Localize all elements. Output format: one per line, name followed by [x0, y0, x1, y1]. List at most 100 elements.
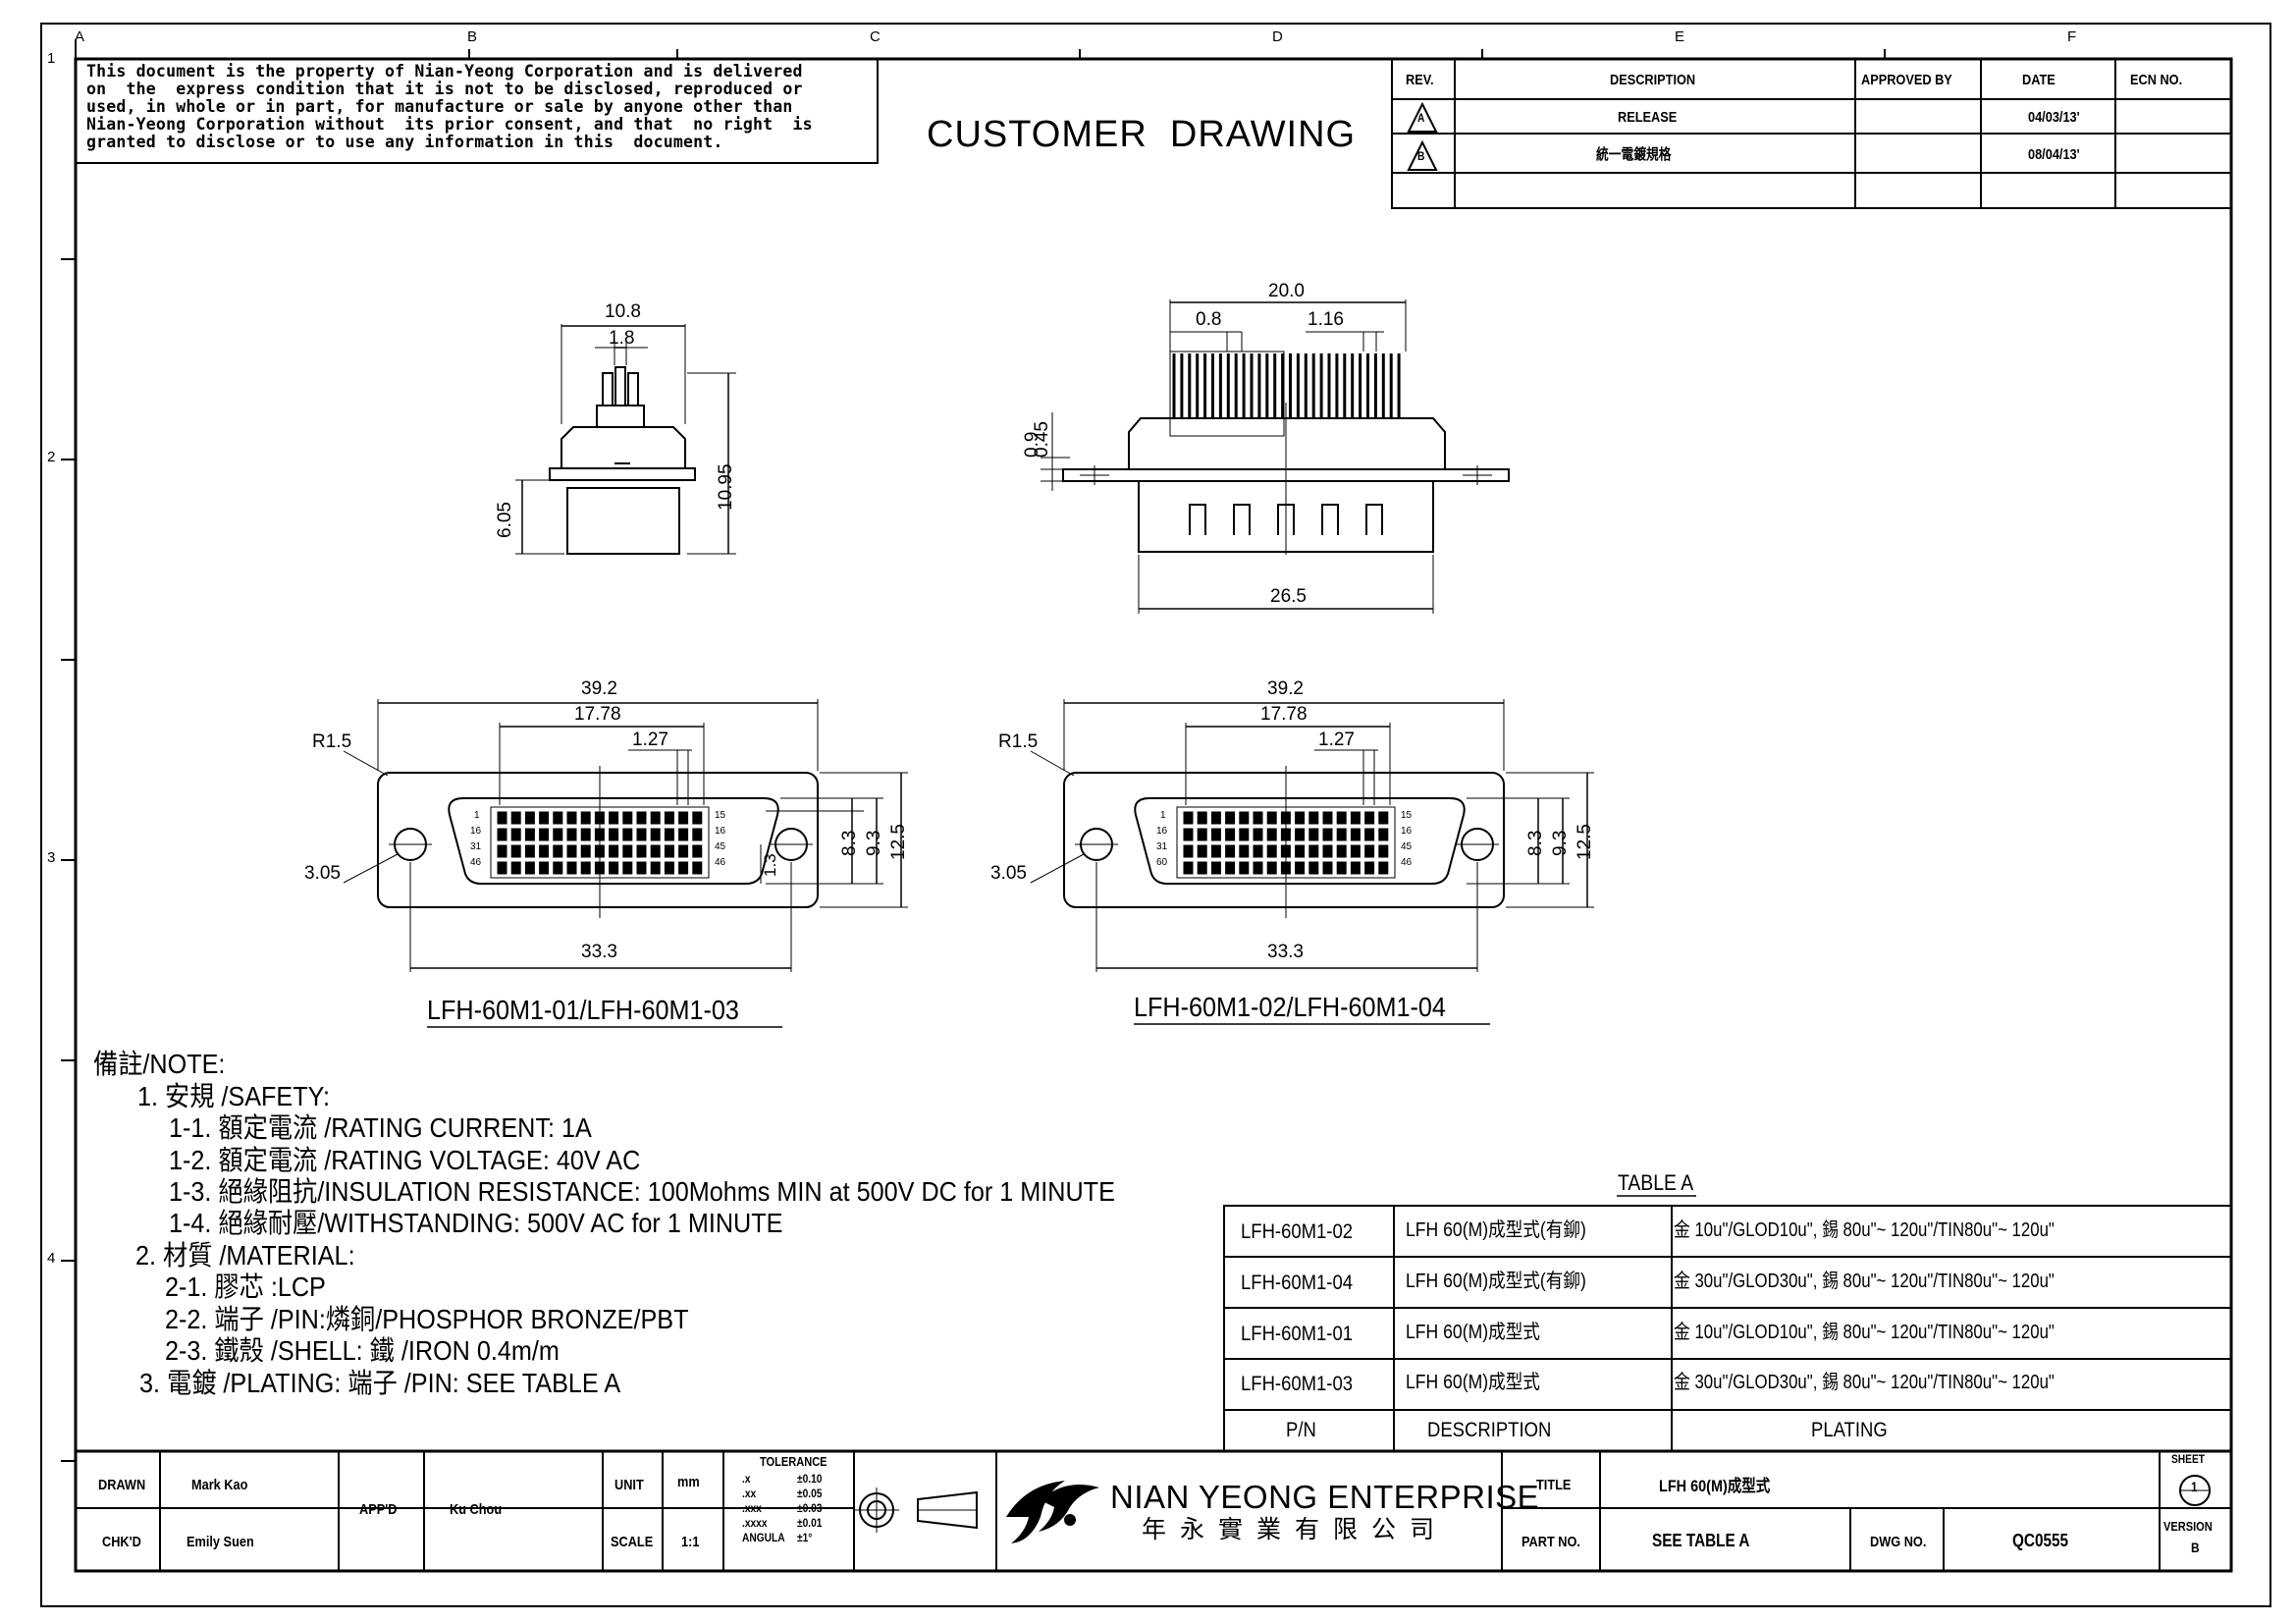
table-a-title: TABLE A: [1618, 1170, 1694, 1195]
contact-pin: [524, 844, 535, 858]
contact-pin: [1295, 861, 1306, 875]
contact-pin: [553, 811, 563, 825]
dim-right-span: 17.78: [1260, 704, 1308, 725]
dim-left-hole: 3.05: [304, 863, 341, 884]
contact-pin: [636, 861, 647, 875]
tolerance-key: .xxx: [742, 1501, 762, 1515]
contact-pin: [510, 811, 521, 825]
part-label-left: LFH-60M1-01/LFH-60M1-03: [427, 995, 739, 1025]
contact-pin: [1266, 828, 1277, 841]
contact-pin: [1266, 844, 1277, 858]
contact-pin: [609, 828, 619, 841]
contact-pin: [1350, 828, 1361, 841]
pin-r-left-31: 31: [1156, 841, 1168, 852]
contact-pin: [497, 861, 507, 875]
contact-pin: [1336, 828, 1347, 841]
legal-box: [75, 58, 879, 164]
contact-pin: [1308, 828, 1319, 841]
dim-left-mount: 33.3: [581, 942, 617, 962]
contact-pin: [692, 828, 703, 841]
contact-pin: [692, 861, 703, 875]
contact-pin: [650, 828, 661, 841]
note-3: 3. 電鍍 /PLATING: 端子 /PIN: SEE TABLE A: [139, 1368, 621, 1398]
note-2-3: 2-3. 鐵殼 /SHELL: 鐵 /IRON 0.4m/m: [165, 1335, 560, 1366]
contact-pin: [1378, 828, 1389, 841]
dim-side-lower: 6.05: [495, 502, 515, 538]
tb-title-label: TITLE: [1536, 1477, 1572, 1493]
contact-pin: [1322, 811, 1333, 825]
contact-pin: [1225, 844, 1236, 858]
rev-header-date: DATE: [2022, 72, 2056, 88]
tb-tolerance-label: TOLERANCE: [760, 1454, 828, 1469]
dim-front-pitch-b: 1.16: [1308, 309, 1344, 330]
contact-pin: [580, 811, 591, 825]
legal-line-4: Nian-Yeong Corporation without its prior…: [86, 115, 813, 134]
dim-front-bottom: 26.5: [1270, 586, 1307, 607]
table-a-pn-1: LFH-60M1-02: [1241, 1220, 1354, 1243]
dim-right-h1: 8.3: [1525, 830, 1546, 856]
note-1-1: 1-1. 額定電流 /RATING CURRENT: 1A: [169, 1112, 592, 1143]
contact-pin: [1308, 811, 1319, 825]
contact-pin: [1336, 844, 1347, 858]
tb-dwgno-label: DWG NO.: [1870, 1534, 1927, 1550]
rev-a-description: RELEASE: [1618, 109, 1678, 126]
front-view: [1041, 299, 1510, 614]
table-a-header-plating: PLATING: [1811, 1419, 1888, 1441]
tb-unit-value: mm: [677, 1474, 700, 1490]
contact-pin: [566, 811, 577, 825]
tolerance-key: .xxxx: [742, 1516, 768, 1530]
tb-partno-label: PART NO.: [1522, 1534, 1580, 1550]
contact-pin: [1364, 844, 1375, 858]
contact-pin: [1350, 861, 1361, 875]
tb-appd-value: Ku Chou: [450, 1501, 503, 1518]
dim-side-height: 10.95: [716, 463, 736, 511]
zone-col-b: B: [467, 28, 478, 45]
contact-pin: [609, 861, 619, 875]
contact-pin: [539, 811, 550, 825]
tb-unit-label: UNIT: [614, 1477, 644, 1493]
contact-pin: [1197, 828, 1207, 841]
tolerance-value: ±1°: [797, 1531, 813, 1544]
contact-pin: [1253, 861, 1263, 875]
contact-pin: [497, 844, 507, 858]
contact-pin: [553, 828, 563, 841]
dim-front-top: 20.0: [1268, 281, 1305, 301]
tolerance-value: ±0.10: [797, 1472, 823, 1486]
pin-right-16: 16: [715, 826, 726, 837]
dim-left-h1: 8.3: [839, 830, 860, 856]
zone-row-3: 3: [47, 849, 56, 866]
contact-pin: [497, 828, 507, 841]
tolerance-key: .xx: [742, 1487, 757, 1500]
tolerance-key: .x: [742, 1472, 751, 1486]
contact-pin: [622, 861, 633, 875]
rev-b-description: 統一電鍍規格: [1596, 146, 1672, 163]
contact-pin: [1183, 828, 1194, 841]
contact-pin: [678, 811, 689, 825]
zone-row-2: 2: [47, 449, 56, 465]
zone-row-4: 4: [47, 1250, 56, 1267]
contact-pin: [1308, 861, 1319, 875]
contact-pin: [609, 844, 619, 858]
dim-left-span: 17.78: [574, 704, 621, 725]
contact-pin: [1350, 844, 1361, 858]
side-view: [515, 324, 736, 555]
contact-pin: [510, 844, 521, 858]
contact-pin: [650, 861, 661, 875]
contact-pin: [553, 844, 563, 858]
zone-row-1: 1: [47, 50, 56, 67]
contact-pin: [1210, 844, 1221, 858]
outer-frame: [40, 23, 2271, 1607]
pin-r-left-16: 16: [1156, 826, 1168, 837]
contact-pin: [1197, 811, 1207, 825]
note-1-3: 1-3. 絕緣阻抗/INSULATION RESISTANCE: 100Mohm…: [169, 1176, 1115, 1207]
legal-line-2: on the express condition that it is not …: [86, 80, 803, 98]
tolerance-value: ±0.03: [797, 1501, 823, 1515]
contact-pin: [678, 828, 689, 841]
table-a-plating-1: 金 10u"/GLOD10u", 錫 80u"~ 120u"/TIN80u"~ …: [1674, 1219, 2055, 1241]
contact-pin: [622, 828, 633, 841]
contact-pin: [1239, 828, 1250, 841]
pin-r-left-1: 1: [1160, 810, 1166, 821]
dim-right-radius: R1.5: [998, 731, 1039, 752]
contact-pin: [1378, 811, 1389, 825]
tb-version-value: B: [2191, 1540, 2200, 1555]
